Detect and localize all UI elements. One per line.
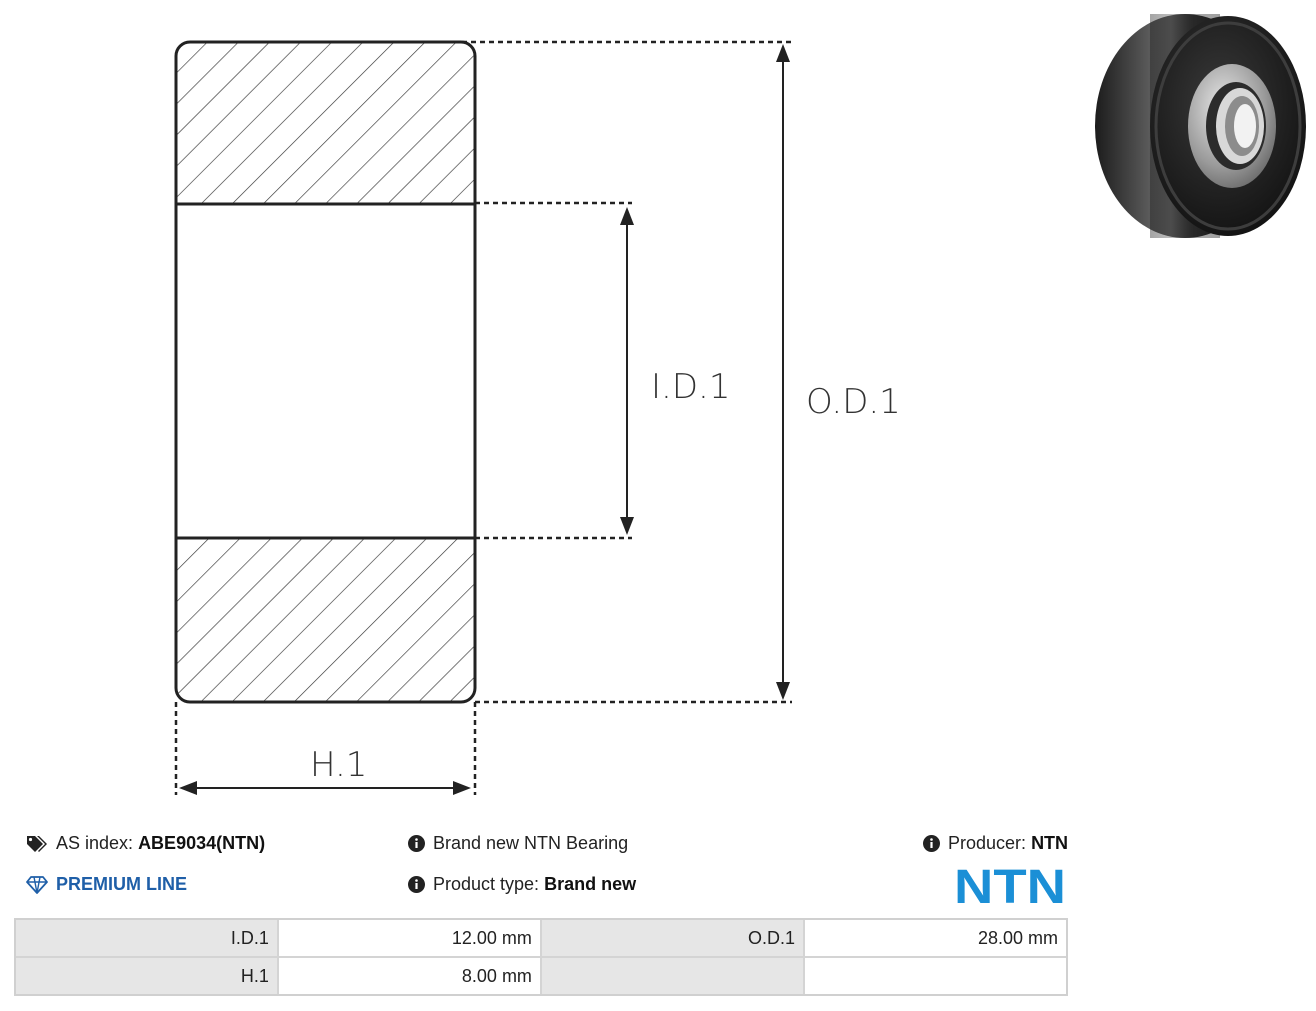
product-type-value: Brand new: [544, 874, 637, 894]
as-index-label: AS index:: [56, 833, 134, 853]
ntn-logo: NTN: [954, 863, 1066, 907]
info-icon: [408, 835, 425, 852]
h-dimension-label: H.1: [310, 745, 367, 785]
diamond-icon: [26, 875, 48, 894]
info-icon: [923, 835, 940, 852]
bearing-outline: [174, 40, 477, 704]
producer-value: NTN: [1031, 833, 1069, 853]
spec-label-empty: [541, 958, 805, 994]
description-row: Brand new NTN Bearing: [408, 833, 628, 854]
premium-line-badge: PREMIUM LINE: [26, 874, 187, 895]
od-dimension-arrow: [776, 44, 790, 700]
svg-text:NTN: NTN: [954, 863, 1066, 907]
as-index-value: ABE9034(NTN): [138, 833, 266, 853]
producer-row: Producer: NTN: [923, 833, 1068, 854]
spec-label-id: I.D.1: [16, 920, 279, 958]
table-row: H.1 8.00 mm: [16, 958, 1066, 994]
producer-label: Producer:: [948, 833, 1027, 853]
specifications-table: I.D.1 12.00 mm O.D.1 28.00 mm H.1 8.00 m…: [14, 918, 1068, 996]
table-row: I.D.1 12.00 mm O.D.1 28.00 mm: [16, 920, 1066, 958]
spec-value-h: 8.00 mm: [278, 958, 542, 994]
od-dimension-label: O.D.1: [806, 382, 901, 422]
product-type-row: Product type: Brand new: [408, 874, 636, 895]
id-dimension-arrow: [620, 207, 634, 535]
premium-line-label: PREMIUM LINE: [56, 874, 188, 894]
spec-value-empty: [804, 958, 1066, 994]
bearing-product-image: [1090, 8, 1310, 240]
spec-label-h: H.1: [16, 958, 279, 994]
as-index-row: AS index: ABE9034(NTN): [26, 833, 265, 854]
extension-lines: [174, 40, 792, 795]
cross-section-hatching: [176, 42, 475, 702]
description-text: Brand new NTN Bearing: [433, 833, 629, 853]
h-dimension-arrow: [179, 781, 471, 795]
product-type-label: Product type:: [433, 874, 540, 894]
spec-value-id: 12.00 mm: [278, 920, 542, 958]
bearing-dimension-diagram: I.D.1 O.D.1 H.1: [174, 40, 901, 795]
info-icon: [408, 876, 425, 893]
spec-label-od: O.D.1: [541, 920, 805, 958]
spec-value-od: 28.00 mm: [804, 920, 1066, 958]
id-dimension-label: I.D.1: [651, 367, 730, 407]
tags-icon: [26, 835, 48, 853]
